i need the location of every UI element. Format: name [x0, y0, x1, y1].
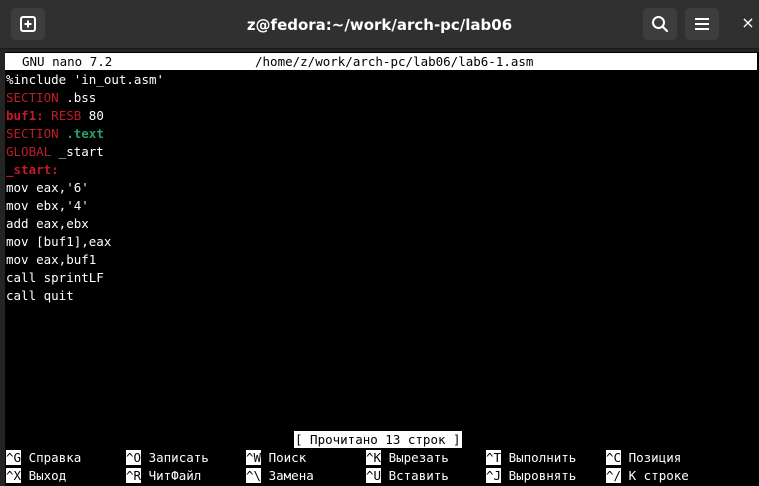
shortcut-item[interactable]: ^W Поиск — [246, 449, 306, 467]
code-token: _start — [51, 144, 104, 159]
shortcut-label: Вставить — [381, 468, 449, 483]
code-token: SECTION — [6, 90, 59, 105]
shortcut-label: Справка — [21, 450, 82, 465]
code-line: %include 'in_out.asm' — [6, 71, 164, 89]
shortcut-label: ЧитФайл — [141, 468, 202, 483]
code-token: buf1: — [6, 108, 44, 123]
shortcut-label: К строке — [621, 468, 689, 483]
search-icon — [652, 16, 669, 33]
code-line: _start: — [6, 161, 164, 179]
nano-header-bar: GNU nano 7.2 /home/z/work/arch-pc/lab06/… — [5, 53, 757, 70]
window-title: z@fedora:~/work/arch-pc/lab06 — [246, 16, 513, 34]
code-token: mov eax,'6' — [6, 180, 89, 195]
shortcut-label: Вырезать — [381, 450, 449, 465]
shortcut-item[interactable]: ^X Выход — [6, 467, 66, 485]
shortcut-item[interactable]: ^R ЧитФайл — [126, 467, 201, 485]
shortcut-label: Выход — [21, 468, 67, 483]
shortcut-key: ^O — [126, 450, 142, 465]
code-line: SECTION .bss — [6, 89, 164, 107]
shortcut-key: ^U — [366, 468, 382, 483]
shortcut-row-2: ^X Выход ^R ЧитФайл ^\ Замена ^U Вставить ^J… — [6, 467, 758, 485]
code-line: call sprintLF — [6, 269, 164, 287]
hamburger-menu-icon — [695, 18, 709, 30]
shortcut-item[interactable]: ^G Справка — [6, 449, 81, 467]
code-token: call quit — [6, 288, 74, 303]
shortcut-item[interactable]: ^O Записать — [126, 449, 209, 467]
code-token: mov [buf1],eax — [6, 234, 112, 249]
shortcut-key: ^/ — [606, 468, 622, 483]
code-line: mov eax,buf1 — [6, 251, 164, 269]
code-token: mov ebx,'4' — [6, 198, 89, 213]
code-line: mov ebx,'4' — [6, 197, 164, 215]
shortcut-label: Записать — [141, 450, 209, 465]
plus-square-icon — [20, 16, 36, 32]
shortcut-label: Поиск — [261, 450, 307, 465]
shortcut-item[interactable]: ^U Вставить — [366, 467, 449, 485]
close-button[interactable]: × — [741, 13, 755, 32]
shortcut-item[interactable]: ^T Выполнить — [486, 449, 576, 467]
status-message: [ Прочитано 13 строк ] — [294, 431, 462, 448]
code-token: mov eax,buf1 — [6, 252, 97, 267]
code-token: SECTION — [6, 126, 59, 141]
shortcut-label: Замена — [261, 468, 314, 483]
shortcut-key: ^T — [486, 450, 502, 465]
shortcut-key: ^C — [606, 450, 622, 465]
shortcut-label: Выровнять — [501, 468, 577, 483]
menu-button[interactable] — [685, 8, 719, 40]
code-token: %include 'in_out.asm' — [6, 72, 165, 87]
search-button[interactable] — [643, 8, 677, 40]
title-bar: z@fedora:~/work/arch-pc/lab06 × — [0, 0, 759, 49]
shortcut-key: ^K — [366, 450, 382, 465]
file-path: /home/z/work/arch-pc/lab06/lab6-1.asm — [255, 54, 534, 69]
code-line: mov [buf1],eax — [6, 233, 164, 251]
code-token: _start: — [6, 162, 59, 177]
shortcut-item[interactable]: ^/ К строке — [606, 467, 689, 485]
shortcut-key: ^X — [6, 468, 22, 483]
shortcut-row-1: ^G Справка ^O Записать ^W Поиск ^K Вырезать… — [6, 449, 758, 467]
code-line: mov eax,'6' — [6, 179, 164, 197]
code-token: GLOBAL — [6, 144, 52, 159]
code-line: GLOBAL _start — [6, 143, 164, 161]
shortcut-item[interactable]: ^C Позиция — [606, 449, 681, 467]
code-token: 80 — [81, 108, 104, 123]
code-token: add eax,ebx — [6, 216, 89, 231]
code-token: .text — [66, 126, 104, 141]
new-tab-button[interactable] — [11, 8, 45, 40]
shortcut-item[interactable]: ^K Вырезать — [366, 449, 449, 467]
shortcut-label: Выполнить — [501, 450, 577, 465]
shortcut-item[interactable]: ^\ Замена — [246, 467, 314, 485]
shortcut-key: ^G — [6, 450, 22, 465]
shortcut-item[interactable]: ^J Выровнять — [486, 467, 576, 485]
code-token: .bss — [58, 90, 97, 105]
shortcut-key: ^W — [246, 450, 262, 465]
code-line: SECTION .text — [6, 125, 164, 143]
shortcut-bar: ^G Справка ^O Записать ^W Поиск ^K Вырезать… — [6, 449, 758, 485]
nano-version: GNU nano 7.2 — [22, 54, 113, 69]
terminal-area[interactable]: GNU nano 7.2 /home/z/work/arch-pc/lab06/… — [5, 52, 759, 486]
shortcut-key: ^J — [486, 468, 502, 483]
shortcut-key: ^\ — [246, 468, 262, 483]
code-token: call sprintLF — [6, 270, 104, 285]
code-line: buf1: RESB 80 — [6, 107, 164, 125]
code-line: call quit — [6, 287, 164, 305]
shortcut-label: Позиция — [621, 450, 682, 465]
code-token: RESB — [51, 108, 82, 123]
code-line: add eax,ebx — [6, 215, 164, 233]
shortcut-key: ^R — [126, 468, 142, 483]
